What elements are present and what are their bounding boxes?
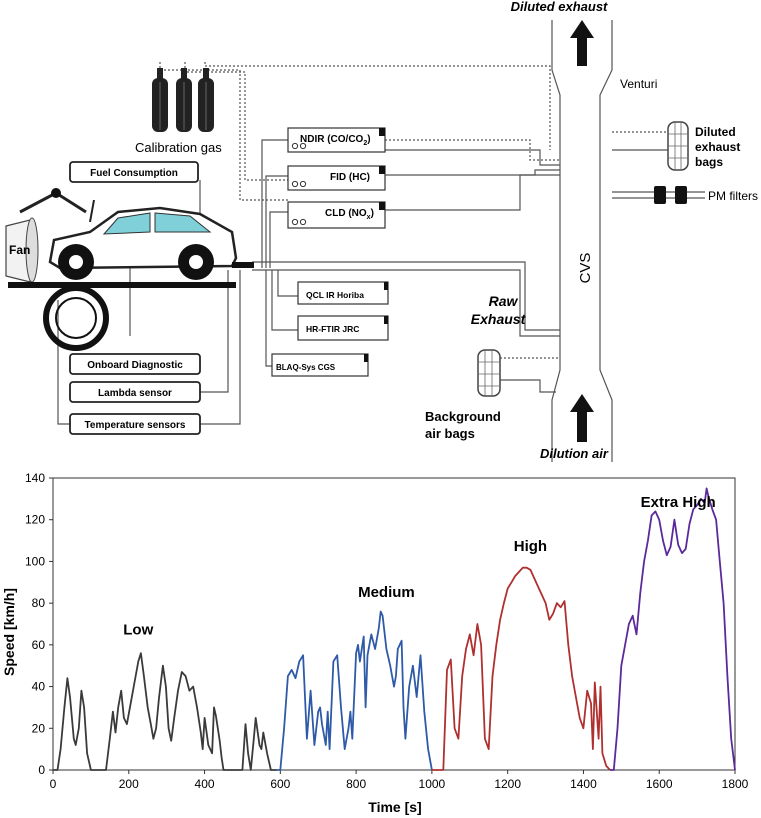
analyzer-hrftir: HR-FTIR JRC <box>297 315 389 341</box>
x-tick-label: 800 <box>346 777 366 791</box>
cvs-tunnel-right-wall <box>599 20 613 462</box>
diluted-bags-label-3: bags <box>695 155 723 169</box>
analyzer-out-2 <box>385 169 560 176</box>
raw-exhaust-label-1: Raw <box>489 293 519 309</box>
x-tick-label: 600 <box>270 777 290 791</box>
svg-text:NDIR (CO/CO2): NDIR (CO/CO2) <box>300 134 371 147</box>
speed-profile-chart: 0 200 400 600 800 1000 1200 1400 1600 1800 0 20 40 60… <box>1 471 749 815</box>
y-tick-label: 60 <box>32 638 46 652</box>
x-tick-label: 200 <box>119 777 139 791</box>
pm-filters-label: PM filters <box>708 189 758 203</box>
svg-text:FID (HC): FID (HC) <box>330 172 370 183</box>
phase-label-low: Low <box>123 621 153 638</box>
analyzer-blaq: BLAQ-Sys CGS <box>271 353 369 377</box>
analyzer-dilute-line <box>385 139 560 161</box>
feed-qcl <box>277 270 300 297</box>
temp-wire <box>200 270 241 425</box>
background-bags-label-1: Background <box>425 409 501 424</box>
chart-annotations: Low Medium High Extra High <box>123 494 715 638</box>
cvs-label: CVS <box>577 253 594 284</box>
venturi-label: Venturi <box>620 77 657 91</box>
measurement-setup-diagram: Diluted exhaust Venturi CVS Dilution air… <box>5 0 758 462</box>
x-tick-label: 400 <box>195 777 215 791</box>
dilution-air-label: Dilution air <box>540 446 609 461</box>
fuel-consumption-label: Fuel Consumption <box>90 168 178 179</box>
cal-gas-line-1 <box>159 62 290 201</box>
driver-robot-icon <box>19 188 95 223</box>
raw-exhaust-pipe-bottom <box>252 269 560 337</box>
diluted-exhaust-arrow <box>570 20 594 66</box>
dyno-roller-icon <box>43 285 109 351</box>
x-tick-label: 0 <box>50 777 57 791</box>
feed-hrftir <box>271 270 300 331</box>
cvs-tunnel-left-wall <box>551 20 561 462</box>
phase-label-medium: Medium <box>358 584 415 601</box>
analyzer-qcl: QCL IR Horiba <box>297 281 389 305</box>
chart-series <box>53 487 736 771</box>
analyzer-ndir: NDIR (CO/CO2) <box>287 127 386 153</box>
dilution-air-arrow <box>570 394 594 442</box>
temp-wire-left <box>57 300 70 425</box>
y-tick-label: 0 <box>38 763 45 777</box>
svg-text:HR-FTIR JRC: HR-FTIR JRC <box>306 324 359 334</box>
series-line-medium <box>276 610 433 771</box>
series-line-high <box>431 566 611 771</box>
car-icon <box>48 206 254 280</box>
y-tick-label: 140 <box>25 471 45 485</box>
calibration-gas-label: Calibration gas <box>135 140 222 155</box>
cal-gas-line-2 <box>184 62 290 181</box>
x-tick-label: 1200 <box>494 777 521 791</box>
series-line-low <box>53 652 277 771</box>
analyzer-out-1 <box>385 149 560 166</box>
analyzer-out-3 <box>385 174 560 211</box>
cal-gas-line-3 <box>204 62 551 150</box>
analyzer-fid: FID (HC) <box>287 165 386 191</box>
temperature-label: Temperature sensors <box>85 420 186 431</box>
feed-cld <box>269 211 290 268</box>
svg-text:CLD (NOx): CLD (NOx) <box>325 208 374 221</box>
svg-text:QCL IR Horiba: QCL IR Horiba <box>306 290 364 300</box>
bg-bag-line-2 <box>500 379 556 393</box>
diluted-exhaust-label: Diluted exhaust <box>511 0 608 14</box>
background-air-bags-icon <box>477 349 501 397</box>
x-axis-label: Time [s] <box>368 799 421 815</box>
pm-filters-icon <box>654 186 687 204</box>
raw-exhaust-pipe-top <box>252 261 560 331</box>
feed-fid <box>265 175 290 268</box>
feed-blaq <box>265 270 272 367</box>
feed-ndir <box>261 139 290 268</box>
chart-axes: 0 200 400 600 800 1000 1200 1400 1600 1800 0 20 40 60… <box>25 471 749 791</box>
diluted-exhaust-bags-icon <box>667 121 689 171</box>
lambda-wire <box>200 270 229 393</box>
plot-frame <box>52 477 736 771</box>
lambda-label: Lambda sensor <box>98 388 172 399</box>
background-bags-label-2: air bags <box>425 426 475 441</box>
raw-exhaust-label-2: Exhaust <box>471 311 527 327</box>
y-axis-label: Speed [km/h] <box>1 588 17 676</box>
svg-text:BLAQ-Sys CGS: BLAQ-Sys CGS <box>276 363 336 372</box>
x-tick-label: 1000 <box>419 777 446 791</box>
dyno-platform <box>8 282 236 288</box>
diluted-bags-label-2: exhaust <box>695 140 740 154</box>
x-tick-label: 1400 <box>570 777 597 791</box>
y-tick-label: 100 <box>25 554 45 568</box>
x-tick-label: 1600 <box>646 777 673 791</box>
y-tick-label: 80 <box>32 596 46 610</box>
y-tick-label: 20 <box>32 721 46 735</box>
y-tick-label: 40 <box>32 680 46 694</box>
phase-label-extra-high: Extra High <box>641 494 716 511</box>
obd-label: Onboard Diagnostic <box>87 360 183 371</box>
phase-label-high: High <box>514 538 547 555</box>
calibration-gas-cylinders <box>152 68 214 132</box>
series-line-extra-high <box>610 487 736 771</box>
fan-icon <box>5 217 39 283</box>
diluted-bags-label-1: Diluted <box>695 125 736 139</box>
x-tick-label: 1800 <box>722 777 749 791</box>
analyzer-cld: CLD (NOx) <box>287 201 386 229</box>
y-tick-label: 120 <box>25 513 45 527</box>
fan-label: Fan <box>9 243 30 257</box>
